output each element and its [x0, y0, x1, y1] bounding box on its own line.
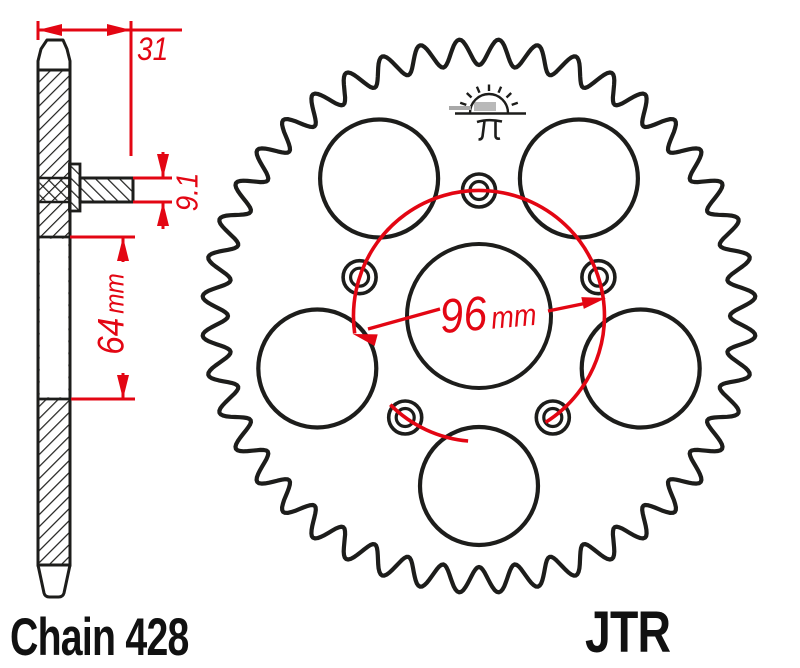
bcd-arrow-right [581, 297, 606, 309]
bolt-circle-value: 96 [437, 287, 490, 345]
lightening-hole [417, 424, 541, 548]
bolt-circle-unit: mm [489, 296, 538, 336]
bore-value: 64 [90, 317, 132, 355]
section-bottom-tooth [36, 563, 72, 599]
bcd-leader-left [367, 307, 441, 331]
lightening-hole [517, 117, 641, 240]
bore-unit: mm [99, 273, 130, 314]
logo-jt-mark [476, 118, 503, 141]
chain-size-caption: Chain 428 [10, 608, 189, 667]
lightening-hole [318, 117, 441, 240]
section-hub-overlay [39, 179, 69, 201]
bolt-circle-dimension-label: 96 mm [437, 286, 538, 345]
lightening-hole [579, 307, 702, 430]
sprocket-cross-section-view [36, 38, 135, 599]
bcd-arrow-left [353, 334, 378, 346]
center-bore-circle [405, 242, 553, 390]
lightening-hole [256, 307, 379, 430]
overall-width-dimension-label: 31 [137, 31, 169, 67]
bolt-circle-arc-bottom-left [389, 403, 469, 443]
section-top-tooth [36, 38, 72, 72]
section-hub-extension [78, 176, 135, 204]
hub-thickness-dimension-label: 9.1 [169, 172, 205, 212]
dimension-arrowheads [38, 24, 169, 399]
part-number-caption: JTR 1250 [585, 600, 686, 668]
logo-sun-rays [459, 84, 519, 107]
section-hub-boss [68, 162, 82, 213]
sprocket-front-view [200, 37, 758, 595]
section-bore-gap [39, 238, 69, 398]
bolt-circle-arc-main [351, 188, 607, 424]
jt-sunrise-logo-icon [449, 84, 526, 141]
bore-dimension-label: 64 mm [90, 273, 132, 355]
